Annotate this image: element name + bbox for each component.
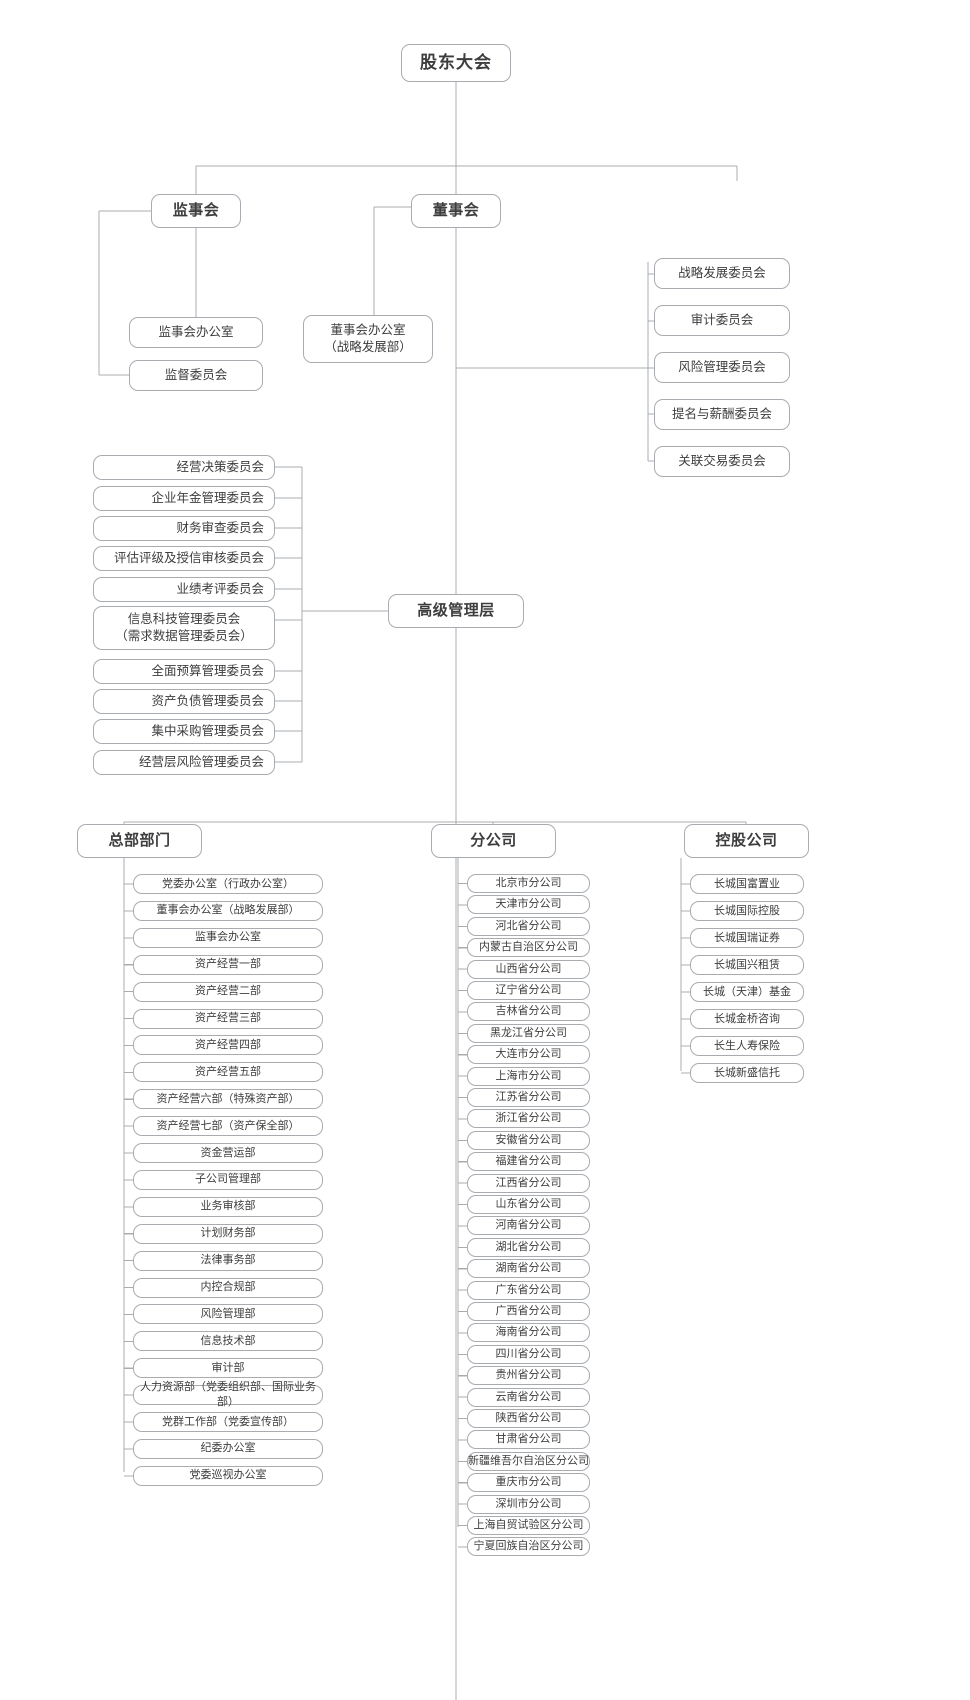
node-mgmt-committee-0[interactable]: 经营决策委员会 — [93, 455, 275, 480]
hq-item-19[interactable]: 人力资源部（党委组织部、国际业务部） — [133, 1381, 323, 1408]
holding-item-5[interactable]: 长城金桥咨询 — [690, 1009, 804, 1029]
group-head-branches[interactable]: 分公司 — [431, 824, 556, 858]
node-board-committee-2[interactable]: 风险管理委员会 — [654, 352, 790, 383]
branch-item-13[interactable]: 福建省分公司 — [467, 1152, 590, 1172]
node-board-committee-0[interactable]: 战略发展委员会 — [654, 258, 790, 289]
branch-item-11[interactable]: 浙江省分公司 — [467, 1109, 590, 1129]
group-head-holding[interactable]: 控股公司 — [684, 824, 809, 858]
branch-item-12[interactable]: 安徽省分公司 — [467, 1130, 590, 1150]
branch-item-20[interactable]: 广西省分公司 — [467, 1302, 590, 1321]
hq-item-14[interactable]: 法律事务部 — [133, 1250, 323, 1271]
branch-item-14[interactable]: 江西省分公司 — [467, 1173, 590, 1193]
node-board-committee-1[interactable]: 审计委员会 — [654, 305, 790, 336]
holding-item-0[interactable]: 长城国富置业 — [690, 874, 804, 894]
hq-item-4[interactable]: 资产经营二部 — [133, 981, 323, 1002]
branch-item-26[interactable]: 甘肃省分公司 — [467, 1430, 590, 1450]
branch-item-30[interactable]: 上海自贸试验区分公司 — [467, 1516, 590, 1535]
node-supervision-committee[interactable]: 监督委员会 — [129, 360, 263, 391]
holding-item-6[interactable]: 长生人寿保险 — [690, 1036, 804, 1056]
node-mgmt-committee-6[interactable]: 全面预算管理委员会 — [93, 659, 275, 684]
hq-item-13[interactable]: 计划财务部 — [133, 1223, 323, 1244]
branch-item-8[interactable]: 大连市分公司 — [467, 1045, 590, 1065]
hq-item-9[interactable]: 资产经营七部（资产保全部） — [133, 1116, 323, 1137]
node-mgmt-committee-2[interactable]: 财务审查委员会 — [93, 516, 275, 541]
branch-item-24[interactable]: 云南省分公司 — [467, 1387, 590, 1407]
node-mgmt-committee-3[interactable]: 评估评级及授信审核委员会 — [93, 546, 275, 571]
holding-item-3[interactable]: 长城国兴租赁 — [690, 955, 804, 975]
node-directors-office[interactable]: 董事会办公室 （战略发展部） — [303, 315, 433, 363]
branch-item-6[interactable]: 吉林省分公司 — [467, 1002, 590, 1022]
branch-item-9[interactable]: 上海市分公司 — [467, 1066, 590, 1086]
node-supervisors-office[interactable]: 监事会办公室 — [129, 317, 263, 348]
holding-item-7[interactable]: 长城新盛信托 — [690, 1063, 804, 1083]
hq-item-20[interactable]: 党群工作部（党委宣传部） — [133, 1412, 323, 1432]
branch-item-18[interactable]: 湖南省分公司 — [467, 1259, 590, 1279]
hq-item-5[interactable]: 资产经营三部 — [133, 1008, 323, 1029]
hq-item-6[interactable]: 资产经营四部 — [133, 1035, 323, 1056]
branch-item-31[interactable]: 宁夏回族自治区分公司 — [467, 1537, 590, 1557]
hq-item-0[interactable]: 党委办公室（行政办公室） — [133, 874, 323, 894]
hq-item-17[interactable]: 信息技术部 — [133, 1331, 323, 1352]
node-mgmt-committee-4[interactable]: 业绩考评委员会 — [93, 577, 275, 602]
branch-item-23[interactable]: 贵州省分公司 — [467, 1366, 590, 1386]
branch-item-5[interactable]: 辽宁省分公司 — [467, 981, 590, 1000]
branch-item-15[interactable]: 山东省分公司 — [467, 1195, 590, 1214]
branch-item-27[interactable]: 新疆维吾尔自治区分公司 — [467, 1451, 590, 1471]
hq-item-11[interactable]: 子公司管理部 — [133, 1169, 323, 1190]
branch-item-28[interactable]: 重庆市分公司 — [467, 1473, 590, 1493]
hq-item-21[interactable]: 纪委办公室 — [133, 1438, 323, 1459]
node-board-committee-4[interactable]: 关联交易委员会 — [654, 446, 790, 477]
hq-item-22[interactable]: 党委巡视办公室 — [133, 1465, 323, 1486]
branch-item-2[interactable]: 河北省分公司 — [467, 916, 590, 936]
node-board-of-directors[interactable]: 董事会 — [411, 194, 501, 228]
node-board-of-supervisors[interactable]: 监事会 — [151, 194, 241, 228]
branch-item-19[interactable]: 广东省分公司 — [467, 1280, 590, 1300]
hq-item-12[interactable]: 业务审核部 — [133, 1196, 323, 1217]
branch-item-17[interactable]: 湖北省分公司 — [467, 1237, 590, 1257]
node-mgmt-committee-5[interactable]: 信息科技管理委员会 （需求数据管理委员会） — [93, 606, 275, 650]
branch-item-0[interactable]: 北京市分公司 — [467, 874, 590, 893]
branch-item-3[interactable]: 内蒙古自治区分公司 — [467, 938, 590, 958]
hq-item-3[interactable]: 资产经营一部 — [133, 954, 323, 975]
node-mgmt-committee-8[interactable]: 集中采购管理委员会 — [93, 719, 275, 744]
holding-item-1[interactable]: 长城国际控股 — [690, 901, 804, 921]
holding-item-4[interactable]: 长城（天津）基金 — [690, 982, 804, 1002]
hq-item-18[interactable]: 审计部 — [133, 1358, 323, 1379]
hq-item-15[interactable]: 内控合规部 — [133, 1277, 323, 1298]
hq-item-8[interactable]: 资产经营六部（特殊资产部） — [133, 1089, 323, 1110]
branch-item-10[interactable]: 江苏省分公司 — [467, 1088, 590, 1107]
node-mgmt-committee-9[interactable]: 经营层风险管理委员会 — [93, 750, 275, 775]
hq-item-10[interactable]: 资金营运部 — [133, 1143, 323, 1163]
node-board-committee-3[interactable]: 提名与薪酬委员会 — [654, 399, 790, 430]
branch-item-1[interactable]: 天津市分公司 — [467, 895, 590, 915]
group-head-headquarters[interactable]: 总部部门 — [77, 824, 202, 858]
hq-item-16[interactable]: 风险管理部 — [133, 1304, 323, 1325]
branch-item-21[interactable]: 海南省分公司 — [467, 1323, 590, 1343]
hq-item-2[interactable]: 监事会办公室 — [133, 927, 323, 948]
hq-item-1[interactable]: 董事会办公室（战略发展部） — [133, 900, 323, 921]
branch-item-7[interactable]: 黑龙江省分公司 — [467, 1023, 590, 1043]
node-mgmt-committee-1[interactable]: 企业年金管理委员会 — [93, 486, 275, 511]
branch-item-16[interactable]: 河南省分公司 — [467, 1216, 590, 1236]
branch-item-29[interactable]: 深圳市分公司 — [467, 1494, 590, 1514]
branch-item-4[interactable]: 山西省分公司 — [467, 959, 590, 979]
node-senior-management[interactable]: 高级管理层 — [388, 594, 524, 628]
node-mgmt-committee-7[interactable]: 资产负债管理委员会 — [93, 689, 275, 714]
branch-item-22[interactable]: 四川省分公司 — [467, 1344, 590, 1364]
node-shareholders-meeting[interactable]: 股东大会 — [401, 44, 511, 82]
holding-item-2[interactable]: 长城国瑞证券 — [690, 928, 804, 948]
branch-item-25[interactable]: 陕西省分公司 — [467, 1409, 590, 1428]
hq-item-7[interactable]: 资产经营五部 — [133, 1062, 323, 1083]
